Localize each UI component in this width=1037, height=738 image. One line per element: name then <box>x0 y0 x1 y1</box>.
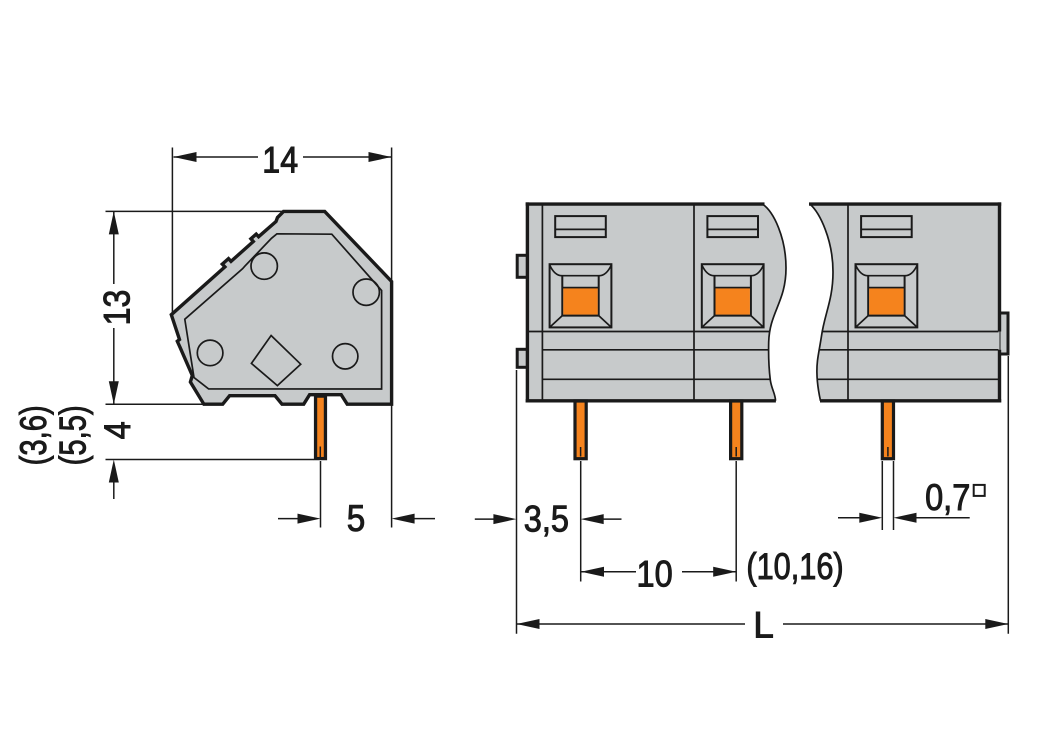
svg-text:5: 5 <box>347 499 366 540</box>
svg-text:(5,5): (5,5) <box>53 405 94 465</box>
svg-text:L: L <box>753 605 774 646</box>
svg-text:(3,6): (3,6) <box>14 405 55 465</box>
svg-text:3,5: 3,5 <box>524 498 569 539</box>
svg-text:13: 13 <box>97 290 138 326</box>
svg-text:14: 14 <box>262 140 298 181</box>
svg-text:(10,16): (10,16) <box>746 547 843 588</box>
svg-text:10: 10 <box>636 554 672 595</box>
svg-text:4: 4 <box>98 421 139 439</box>
svg-text:0,7: 0,7 <box>925 477 970 518</box>
